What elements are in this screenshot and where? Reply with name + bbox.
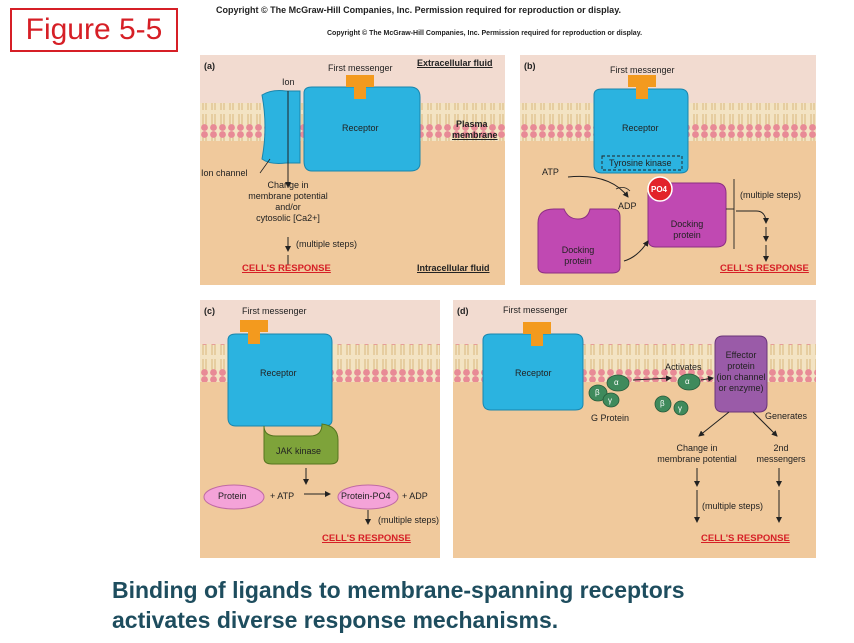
g-protein-beta-active xyxy=(654,395,672,413)
cells-response-label: CELL'S RESPONSE xyxy=(322,533,411,544)
second-messengers-label-2: messengers xyxy=(756,454,806,464)
g-protein-gamma-active xyxy=(673,400,689,416)
figure-caption: Binding of ligands to membrane-spanning … xyxy=(112,575,832,635)
plus-adp-label: + ADP xyxy=(402,491,428,501)
effector-label-1: Effector xyxy=(725,350,757,360)
caption-line-1: Binding of ligands to membrane-spanning … xyxy=(112,577,685,603)
g-protein-gamma xyxy=(602,392,620,408)
extracellular-fluid-label: Extracellular fluid xyxy=(417,58,493,68)
copyright-notice-inner: Copyright © The McGraw-Hill Companies, I… xyxy=(327,30,643,37)
jak-kinase-shape xyxy=(263,423,339,465)
receptor-shape xyxy=(482,333,584,411)
docking-protein-left-label-2: protein xyxy=(564,256,592,266)
alpha-label: α xyxy=(614,378,619,387)
receptor-label: Receptor xyxy=(515,368,552,378)
receptor-label: Receptor xyxy=(260,368,297,378)
receptor-shape xyxy=(593,88,689,174)
first-messenger-shape xyxy=(346,75,374,99)
gamma-label: γ xyxy=(608,396,612,405)
change-label-2: membrane potential xyxy=(248,191,328,201)
docking-protein-label-1: Docking xyxy=(670,219,704,229)
first-messenger-label: First messenger xyxy=(328,63,393,73)
figure-label: Figure 5-5 xyxy=(10,8,178,52)
receptor-shape xyxy=(303,86,421,172)
g-protein-alpha-active xyxy=(677,373,701,391)
atp-label: ATP xyxy=(542,167,559,177)
beta-label: β xyxy=(595,388,600,397)
panel-c-drawing xyxy=(200,300,440,558)
change-label-3: and/or xyxy=(275,202,301,212)
panel-c: (c) First messenger Receptor JAK kinase … xyxy=(200,300,440,558)
generates-label: Generates xyxy=(765,411,808,421)
activates-label: Activates xyxy=(665,362,702,372)
protein-label: Protein xyxy=(218,491,247,501)
docking-protein-left-shape xyxy=(537,208,621,274)
alpha-active-label: α xyxy=(685,377,690,386)
multiple-steps-label: (multiple steps) xyxy=(296,239,358,249)
ion-channel-shape xyxy=(261,90,301,164)
intracellular-fluid-label: Intracellular fluid xyxy=(417,263,490,273)
first-messenger-shape xyxy=(523,322,551,346)
change-label-1: Change in xyxy=(267,180,309,190)
protein-po4-label: Protein-PO4 xyxy=(341,491,391,501)
po4-shape xyxy=(647,176,673,202)
change-label-4: cytosolic [Ca2+] xyxy=(256,213,320,223)
change-label-2: membrane potential xyxy=(657,454,737,464)
g-protein-beta xyxy=(588,384,608,402)
multiple-steps-label: (multiple steps) xyxy=(702,501,764,511)
docking-protein-left-label-1: Docking xyxy=(561,245,595,255)
receptor-label: Receptor xyxy=(342,123,379,133)
adp-label: ADP xyxy=(618,201,637,211)
panel-b-drawing xyxy=(520,55,816,285)
copyright-notice: Copyright © The McGraw-Hill Companies, I… xyxy=(216,5,622,15)
plus-atp-label: + ATP xyxy=(270,491,295,501)
jak-kinase-label: JAK kinase xyxy=(276,446,322,456)
ion-channel-label: Ion channel xyxy=(201,168,248,178)
receptor-label: Receptor xyxy=(622,123,659,133)
first-messenger-label: First messenger xyxy=(503,305,568,315)
panel-a-drawing xyxy=(200,55,505,285)
membrane-label: membrane xyxy=(452,130,498,140)
first-messenger-shape xyxy=(240,320,268,344)
plasma-label: Plasma xyxy=(456,119,488,129)
panel-d-drawing xyxy=(453,300,816,558)
panel-b-letter: (b) xyxy=(524,61,536,71)
ion-label: Ion xyxy=(282,77,295,87)
first-messenger-label: First messenger xyxy=(610,65,675,75)
effector-label-2: protein xyxy=(727,361,755,371)
first-messenger-label: First messenger xyxy=(242,306,307,316)
panel-b: (b) First messenger Receptor Tyrosine ki… xyxy=(520,55,816,285)
cells-response-label: CELL'S RESPONSE xyxy=(242,263,331,274)
panel-d: (d) First messenger Receptor Activates E… xyxy=(453,300,816,558)
receptor-shape xyxy=(227,333,333,427)
panel-a: (a) First messenger Extracellular fluid … xyxy=(200,55,505,285)
multiple-steps-label: (multiple steps) xyxy=(378,515,440,525)
g-protein-label: G Protein xyxy=(591,413,630,423)
second-messengers-label-1: 2nd xyxy=(773,443,789,453)
panel-d-letter: (d) xyxy=(457,306,469,316)
po4-label: PO4 xyxy=(651,185,668,194)
beta-active-label: β xyxy=(660,399,665,408)
protein-po4-shape xyxy=(337,484,399,510)
first-messenger-shape xyxy=(628,75,656,99)
effector-protein-shape xyxy=(714,335,768,413)
effector-label-3: (ion channel xyxy=(716,372,766,382)
cells-response-label: CELL'S RESPONSE xyxy=(720,263,809,274)
gamma-active-label: γ xyxy=(678,404,682,413)
caption-line-2: activates diverse response mechanisms. xyxy=(112,607,559,633)
change-label-1: Change in xyxy=(676,443,718,453)
docking-protein-label-2: protein xyxy=(673,230,701,240)
multiple-steps-label: (multiple steps) xyxy=(740,190,802,200)
cells-response-label: CELL'S RESPONSE xyxy=(701,533,790,544)
panel-a-letter: (a) xyxy=(204,61,215,71)
tyrosine-kinase-label: Tyrosine kinase xyxy=(609,158,672,168)
g-protein-alpha xyxy=(606,374,630,392)
protein-shape xyxy=(203,484,265,510)
effector-label-4: or enzyme) xyxy=(718,383,764,393)
panel-c-letter: (c) xyxy=(204,306,215,316)
